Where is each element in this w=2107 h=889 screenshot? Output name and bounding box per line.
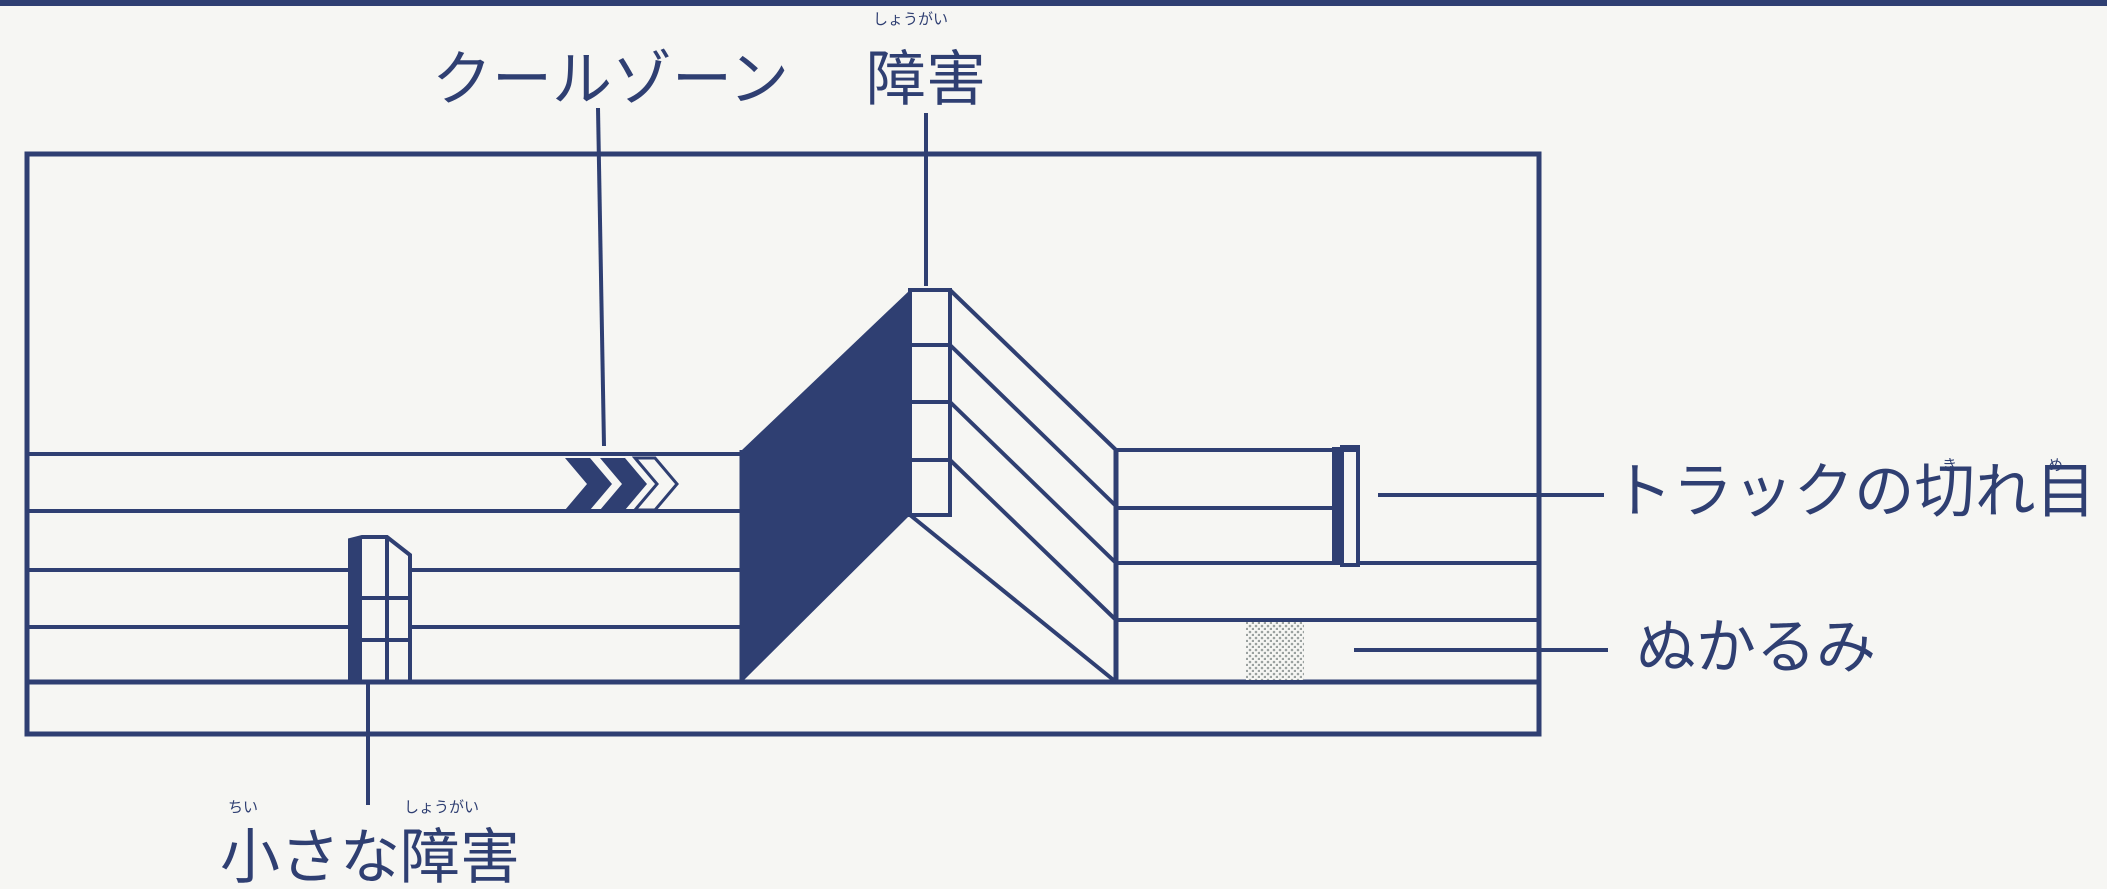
label-obstacle: 障害 [866, 45, 986, 115]
right-lanes [1116, 448, 1539, 622]
track-gap-marker [1332, 445, 1360, 567]
label-mud: ぬかるみ [1636, 613, 1876, 683]
big-obstacle [739, 288, 1119, 684]
mud-patch [1246, 622, 1304, 680]
cool-zone-chevrons [565, 456, 679, 512]
leader-lines [366, 107, 1608, 805]
top-edge-strip [0, 0, 2107, 6]
label-track-gap-ruby-ki: き [1942, 456, 1957, 474]
label-small-obstacle-ruby-chii: ちい [228, 798, 258, 816]
label-small-obstacle: 小さな障害 [220, 823, 520, 889]
label-obstacle-ruby: しょうがい [873, 10, 948, 28]
label-track-gap: トラックの切れ目 [1612, 457, 2096, 527]
label-cool-zone: クールゾーン [432, 45, 789, 115]
left-lanes [27, 452, 742, 629]
small-obstacle [348, 535, 412, 682]
label-small-obstacle-ruby-shougai: しょうがい [404, 798, 479, 816]
course-frame [24, 151, 1542, 737]
label-track-gap-ruby-me: め [2048, 456, 2063, 474]
